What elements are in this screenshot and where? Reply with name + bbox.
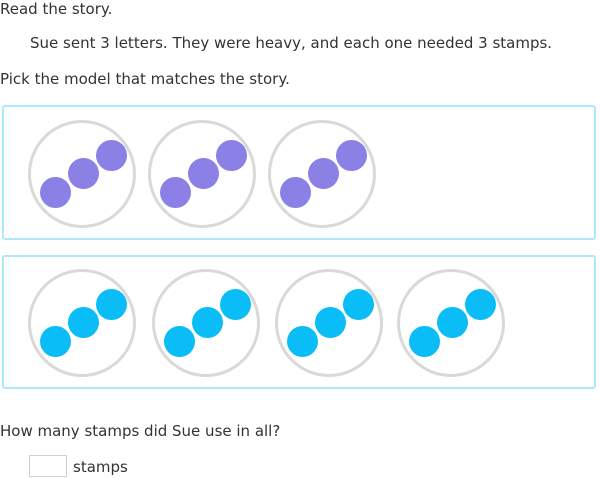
stamp-dot (280, 177, 311, 208)
stamp-dot (96, 289, 127, 320)
stamp-dot (68, 307, 99, 338)
stamp-dot (336, 140, 367, 171)
stamp-group-circle (275, 269, 383, 377)
story-text: Sue sent 3 letters. They were heavy, and… (30, 34, 553, 52)
stamp-dot (287, 326, 318, 357)
stamp-dot (188, 158, 219, 189)
stamp-dot (465, 289, 496, 320)
pick-prompt: Pick the model that matches the story. (0, 70, 290, 88)
model-option-b[interactable] (2, 255, 596, 389)
stamp-dot (409, 326, 440, 357)
stamp-dot (220, 289, 251, 320)
stamp-dot (192, 307, 223, 338)
stamp-dot (308, 158, 339, 189)
stamp-group-circle (148, 120, 256, 228)
stamp-dot (216, 140, 247, 171)
model-option-a[interactable] (2, 105, 596, 240)
stamp-group-circle (268, 120, 376, 228)
stamp-dot (315, 307, 346, 338)
question-text: How many stamps did Sue use in all? (0, 422, 281, 440)
stamp-group-circle (397, 269, 505, 377)
stamp-group-circle (28, 269, 136, 377)
stamp-dot (160, 177, 191, 208)
stamp-group-circle (152, 269, 260, 377)
answer-input[interactable] (29, 455, 67, 477)
stamp-dot (40, 326, 71, 357)
stamp-dot (96, 140, 127, 171)
read-prompt: Read the story. (0, 0, 113, 18)
stamp-group-circle (28, 120, 136, 228)
stamp-dot (68, 158, 99, 189)
stamp-dot (343, 289, 374, 320)
stamp-dot (40, 177, 71, 208)
stamp-dot (437, 307, 468, 338)
answer-unit-label: stamps (73, 458, 128, 476)
stamp-dot (164, 326, 195, 357)
